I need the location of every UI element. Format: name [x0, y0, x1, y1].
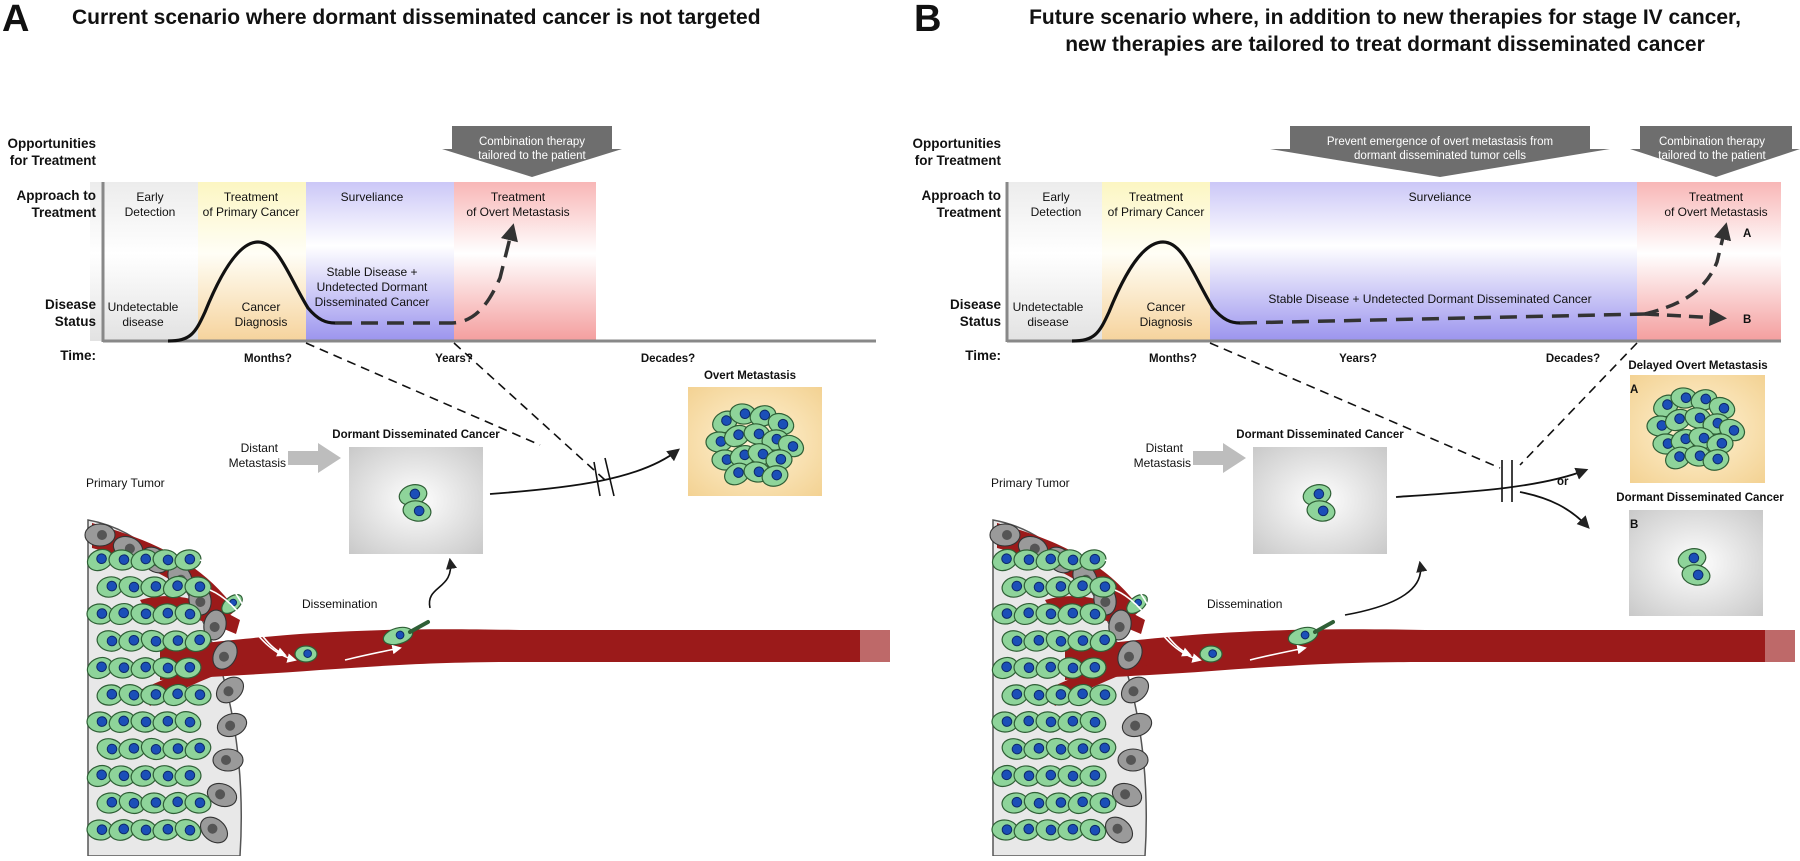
progression-arrow-b: [1520, 492, 1588, 527]
panel-a-letter: A: [2, 0, 29, 40]
stage-surveillance-band: [1210, 182, 1637, 341]
break-marks: [594, 458, 614, 496]
outcome-a-label: A: [1743, 228, 1751, 240]
status-stable: Stable Disease + Undetected Dormant Diss…: [1268, 292, 1591, 306]
normal-cell: [990, 524, 1020, 546]
circulating-cell: [295, 646, 317, 662]
dissemination-label: Dissemination: [1207, 597, 1282, 611]
panel-b: B Future scenario where, in addition to …: [913, 0, 1800, 856]
progression-arrow: [490, 450, 678, 494]
panel-b-letter: B: [914, 0, 941, 40]
circulating-cell: [1200, 646, 1222, 662]
tick-years: Years?: [1339, 353, 1377, 365]
tick-decades: Decades?: [641, 353, 695, 365]
panel-a-title: Current scenario where dormant dissemina…: [72, 6, 761, 29]
overt-metastasis-label: Overt Metastasis: [704, 370, 796, 382]
stage-surveillance-band: [306, 182, 454, 341]
dormant-label-right: Dormant Disseminated Cancer: [1616, 492, 1784, 504]
panel-b-title: Future scenario where, in addition to ne…: [1029, 6, 1741, 56]
break-marks: [1502, 460, 1512, 502]
stage-surveillance-label: Surveliance: [1409, 190, 1472, 204]
extravasation-arrow: [429, 560, 450, 608]
normal-cell: [213, 749, 243, 771]
stage-surveillance-label: Surveliance: [341, 190, 404, 204]
tick-months: Months?: [1149, 353, 1197, 365]
dormant-label: Dormant Disseminated Cancer: [1236, 429, 1404, 441]
normal-cell: [1118, 749, 1148, 771]
normal-cell: [85, 524, 115, 546]
distant-arrow: [1193, 443, 1246, 473]
delayed-metastasis-label: Delayed Overt Metastasis: [1628, 360, 1767, 372]
time-label: Time:: [965, 348, 1001, 363]
distant-arrow: [288, 443, 341, 473]
primary-tumor-label: Primary Tumor: [86, 476, 165, 490]
primary-tumor-label: Primary Tumor: [991, 476, 1070, 490]
extravasation-arrow: [1345, 563, 1421, 615]
time-label: Time:: [60, 348, 96, 363]
blood-vessel: [1065, 629, 1795, 680]
dissemination-label: Dissemination: [302, 597, 377, 611]
tick-months: Months?: [244, 353, 292, 365]
or-label: or: [1557, 476, 1569, 488]
box-b-label: B: [1630, 519, 1638, 531]
box-a-label: A: [1630, 384, 1638, 396]
outcome-b-label: B: [1743, 314, 1751, 326]
vessel-system: [84, 520, 890, 856]
dormant-label: Dormant Disseminated Cancer: [332, 429, 500, 441]
blood-vessel: [160, 629, 890, 680]
tick-decades: Decades?: [1546, 353, 1600, 365]
panel-a: A Current scenario where dormant dissemi…: [2, 0, 890, 856]
